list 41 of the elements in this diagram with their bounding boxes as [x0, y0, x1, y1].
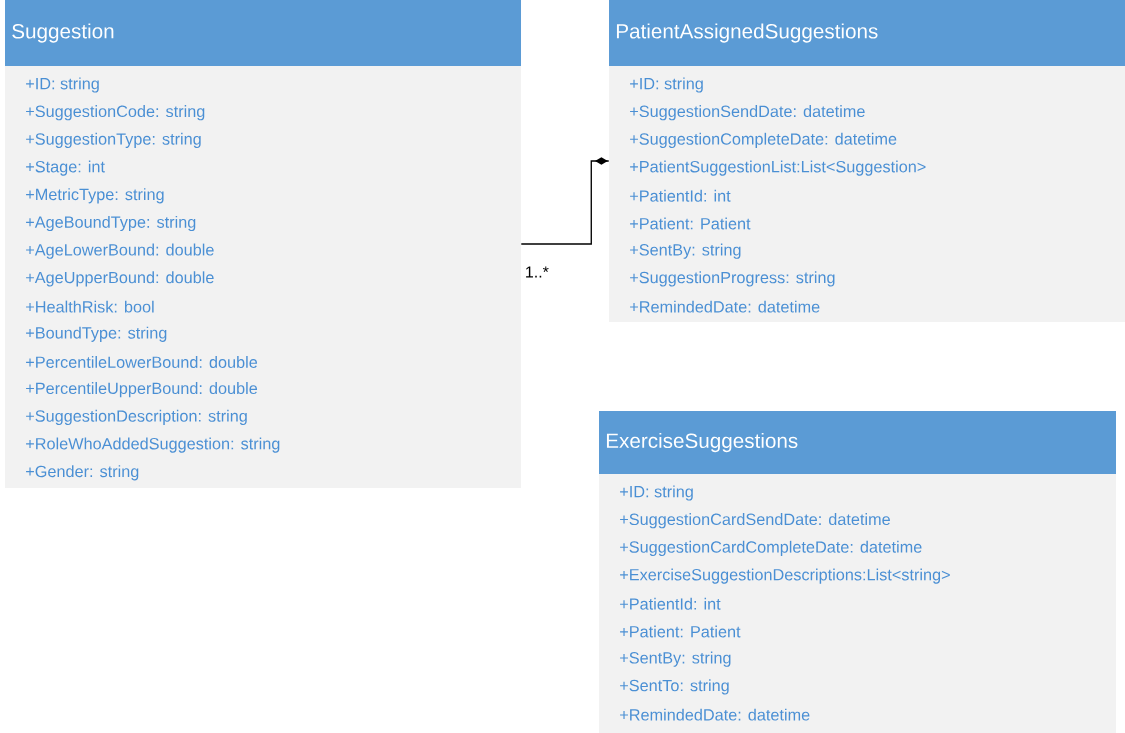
attribute-text: +RemindedDate: datetime — [630, 300, 820, 313]
attribute-text: +SentTo: string — [620, 679, 729, 695]
attribute-text: +SuggestionDescription: string — [26, 409, 247, 425]
attribute-text: +PercentileUpperBound: double — [26, 382, 258, 398]
attribute-text: +PatientId: int — [620, 597, 721, 610]
attribute-text: +SentBy: string — [630, 243, 741, 259]
attribute-text: +Stage: int — [26, 160, 105, 176]
attribute-text: +ID: string — [26, 77, 99, 93]
attribute-text: +AgeBoundType: string — [26, 215, 196, 232]
attribute-text: +AgeUpperBound: double — [26, 271, 214, 287]
attribute-text: +Patient: Patient — [630, 217, 751, 230]
class-box — [5, 0, 521, 488]
attribute-text: +SuggestionCompleteDate: datetime — [630, 132, 897, 148]
attribute-text: +ID: string — [620, 485, 693, 501]
class-box — [599, 411, 1116, 733]
attribute-text: +SuggestionProgress: string — [630, 271, 835, 287]
multiplicity-label: 1..* — [523, 265, 551, 279]
attribute-text: +PatientSuggestionList:List<Suggestion> — [630, 160, 926, 176]
association-line — [520, 157, 610, 245]
class-name: PatientAssignedSuggestions — [616, 23, 878, 43]
attribute-text: +PercentileLowerBound: double — [26, 356, 258, 368]
attribute-text: +RemindedDate: datetime — [620, 708, 810, 721]
attribute-text: +PatientId: int — [630, 189, 731, 202]
attribute-text: +RoleWhoAddedSuggestion: string — [26, 437, 280, 453]
attribute-text: +SentBy: string — [620, 651, 731, 667]
attribute-text: +SuggestionCardSendDate: datetime — [620, 513, 890, 529]
class-name: ExerciseSuggestions — [606, 432, 798, 453]
attribute-text: +SuggestionCardCompleteDate: datetime — [620, 540, 922, 556]
attribute-text: +HealthRisk: bool — [26, 300, 154, 313]
attribute-text: +ID: string — [630, 77, 703, 93]
attribute-text: +AgeLowerBound: double — [26, 243, 214, 259]
class-name: Suggestion — [12, 23, 114, 43]
class-box — [609, 0, 1125, 322]
attribute-text: +SuggestionSendDate: datetime — [630, 105, 865, 121]
attribute-text: +Gender: string — [26, 465, 139, 481]
attribute-text: +Patient: Patient — [620, 625, 741, 638]
attribute-text: +SuggestionCode: string — [26, 105, 205, 121]
attribute-text: +BoundType: string — [26, 326, 167, 342]
attribute-text: +SuggestionType: string — [26, 132, 201, 148]
attribute-text: +ExerciseSuggestionDescriptions:List<string> — [620, 568, 950, 584]
attribute-text: +MetricType: string — [26, 188, 164, 204]
